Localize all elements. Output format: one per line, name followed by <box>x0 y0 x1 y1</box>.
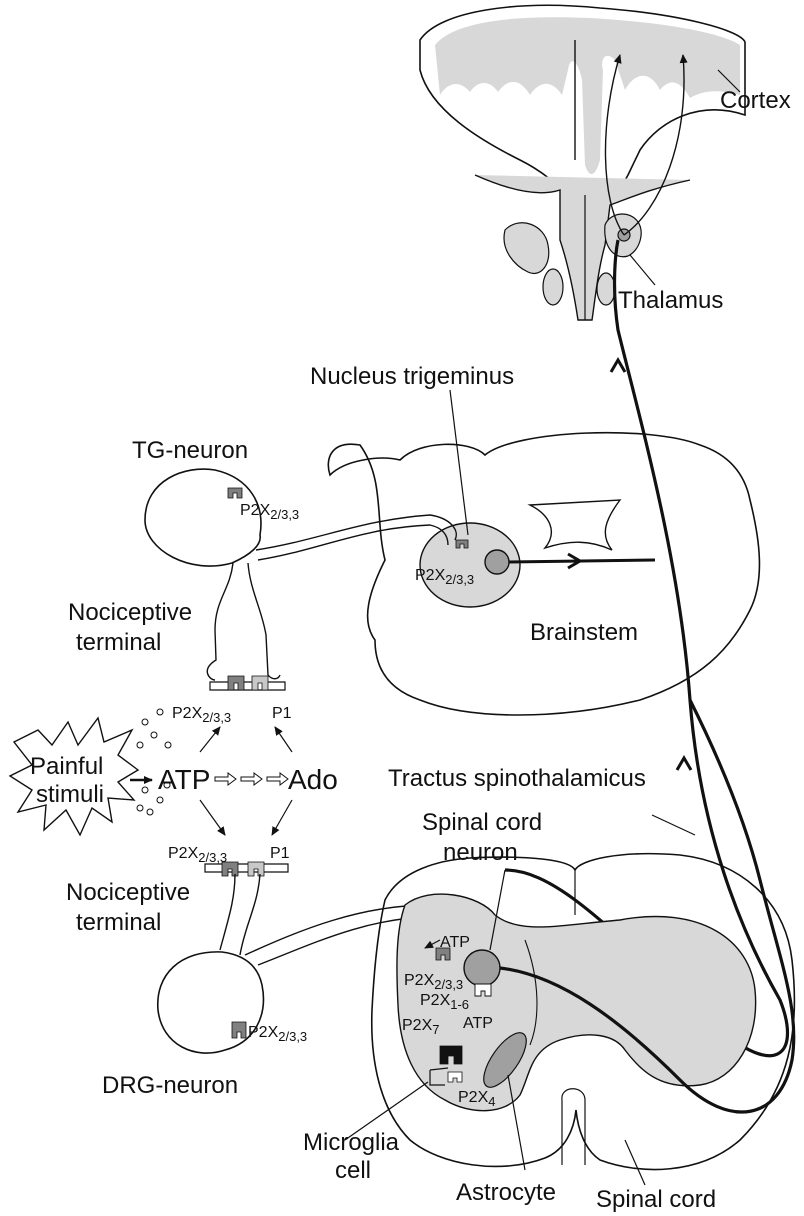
tract-arrow-upper <box>611 360 625 372</box>
tractus-pointer <box>652 815 695 835</box>
tg-central-axon-inner <box>258 525 448 560</box>
left-nucleus <box>504 223 549 274</box>
spinal-cord-label: Spinal cord <box>596 1186 716 1213</box>
tg-neuron-group: TG-neuron P2X2/3,3 Nociceptive terminal … <box>68 437 456 725</box>
nociceptive-terminal-bottom-label-2: terminal <box>76 909 161 936</box>
drg-terminal-cap <box>205 864 288 872</box>
ventral-fissure <box>562 1089 585 1165</box>
right-small-nucleus <box>597 273 615 305</box>
painful-stimuli-label-2: stimuli <box>36 781 104 808</box>
spinal-cord-pointer <box>625 1140 645 1185</box>
nociceptive-terminal-top-label-2: terminal <box>76 629 161 656</box>
atp-label: ATP <box>158 764 210 795</box>
stimuli-section: Painful stimuli ATP Ado <box>10 709 338 835</box>
atp-to-ado-hollow-arrows <box>215 773 288 785</box>
ado-to-p1-top-arrow <box>275 727 292 752</box>
left-small-nucleus <box>543 269 563 305</box>
microglia-cell-label-1: Microglia <box>303 1129 400 1156</box>
spinal-cord-neuron-label-2: neuron <box>443 839 518 866</box>
nociceptive-terminal-top-label-1: Nociceptive <box>68 599 192 626</box>
brain-section: Cortex Thalamus <box>420 5 791 320</box>
thalamus-pointer <box>630 255 655 285</box>
brainstem-outline <box>328 433 759 715</box>
brainstem-label: Brainstem <box>530 619 638 646</box>
atp-to-p2x-bottom-arrow <box>200 800 225 835</box>
nucleus-trigeminus-pointer <box>450 390 468 535</box>
nucleus-trigeminus-label: Nucleus trigeminus <box>310 363 514 390</box>
p2x-receptor-drg-terminal <box>222 862 238 876</box>
tg-neuron-label: TG-neuron <box>132 437 248 464</box>
drg-neuron-label: DRG-neuron <box>102 1072 238 1099</box>
astrocyte-label: Astrocyte <box>456 1179 556 1206</box>
nociceptive-terminal-bottom-label-1: Nociceptive <box>66 879 190 906</box>
painful-stimuli-label-1: Painful <box>30 753 103 780</box>
tract-arrow-lower <box>677 758 691 770</box>
p1-receptor-drg-terminal <box>248 862 264 876</box>
p2x-label-drg-soma: P2X2/3,3 <box>248 1024 307 1044</box>
p2x-label-drg-terminal: P2X2/3,3 <box>168 845 227 865</box>
tg-peripheral-axon <box>207 563 280 680</box>
brainstem-section: Nucleus trigeminus Brainstem P2X2/3,3 <box>310 363 759 715</box>
spinal-cord-projection-neuron <box>464 950 500 986</box>
spinal-cord-neuron-label-1: Spinal cord <box>422 809 542 836</box>
thalamus-label: Thalamus <box>618 287 723 314</box>
cortex-label: Cortex <box>720 87 791 114</box>
p1-bottom-label: P1 <box>270 845 290 862</box>
tg-terminal-cap <box>210 682 285 690</box>
fourth-ventricle <box>530 500 620 550</box>
atp-astrocyte-label: ATP <box>463 1015 493 1032</box>
ado-to-p1-bottom-arrow <box>272 800 292 835</box>
p1-top-label: P1 <box>272 705 292 722</box>
trigeminal-nucleus-neuron <box>485 550 509 574</box>
cortex-grey-matter <box>435 17 740 174</box>
p2x-label-tg-terminal: P2X2/3,3 <box>172 705 231 725</box>
tractus-spinothalamicus-label: Tractus spinothalamicus <box>388 765 646 792</box>
atp-to-p2x-top-arrow <box>200 727 220 752</box>
ado-label: Ado <box>288 764 338 795</box>
atp-release-dots <box>137 709 171 815</box>
microglia-cell-label-2: cell <box>335 1157 371 1184</box>
drg-peripheral-axon <box>220 874 260 955</box>
